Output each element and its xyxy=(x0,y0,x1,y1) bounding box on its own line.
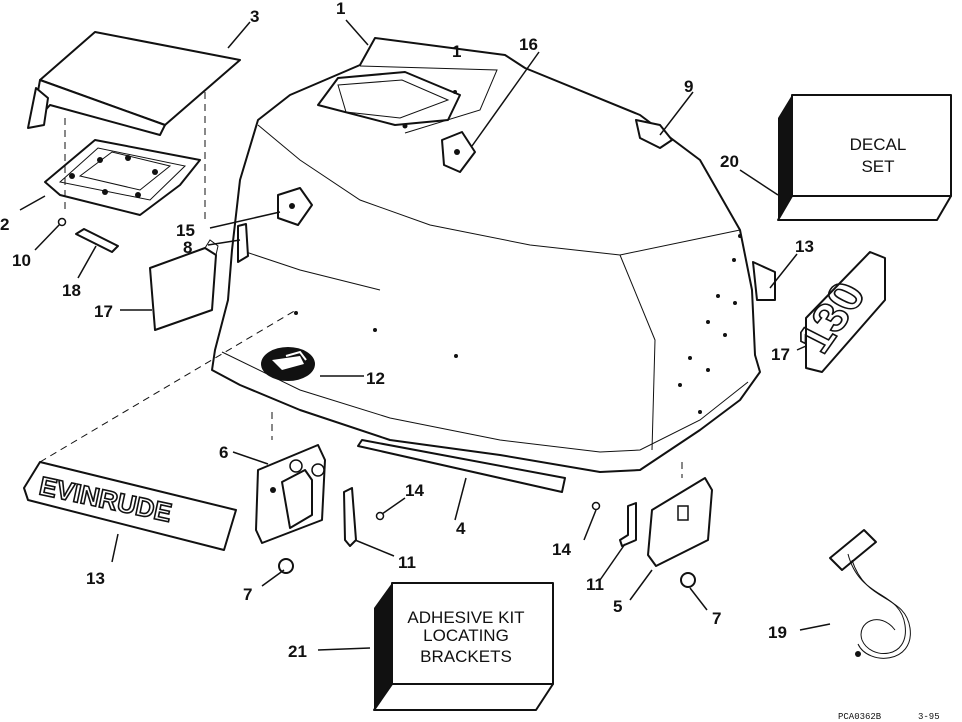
callout-11a: 11 xyxy=(398,553,416,572)
callout-5: 5 xyxy=(613,597,622,616)
top-hood-and-grille xyxy=(27,31,241,253)
callout-8: 8 xyxy=(183,238,192,257)
kit-box-line3: BRACKETS xyxy=(420,647,512,666)
sensor-cable xyxy=(829,529,911,659)
locating-bracket-right xyxy=(591,477,713,588)
figure-date: 3-95 xyxy=(918,712,940,722)
callout-2: 2 xyxy=(0,215,9,234)
locating-bracket-left xyxy=(255,444,326,574)
callout-16: 16 xyxy=(519,35,538,54)
callout-15: 15 xyxy=(176,221,195,240)
seal-strip xyxy=(357,439,566,493)
callout-17b: 17 xyxy=(771,345,790,364)
adhesive-kit-box: ADHESIVE KIT LOCATING BRACKETS xyxy=(373,582,554,711)
figure-code: PCA0362B xyxy=(838,712,882,722)
decal-box-line2: SET xyxy=(861,157,894,176)
decal-set-box: DECAL SET xyxy=(777,94,952,221)
callout-7a: 7 xyxy=(243,585,252,604)
callout-9: 9 xyxy=(684,77,693,96)
callout-14a: 14 xyxy=(405,481,424,500)
callout-1b: 1 xyxy=(452,42,461,61)
callout-6: 6 xyxy=(219,443,228,462)
callout-21: 21 xyxy=(288,642,307,661)
callout-14b: 14 xyxy=(552,540,571,559)
callout-1: 1 xyxy=(336,0,345,18)
callout-12: 12 xyxy=(366,369,385,388)
callout-10: 10 xyxy=(12,251,31,270)
callout-18: 18 xyxy=(62,281,81,300)
callout-11b: 11 xyxy=(586,575,604,594)
leader-lines xyxy=(19,19,831,651)
kit-box-line2: LOCATING xyxy=(423,626,509,645)
callout-13a: 13 xyxy=(795,237,814,256)
small-bracket-left xyxy=(343,487,357,547)
callout-numbers: 1 1 2 3 4 5 6 7 7 8 9 10 11 11 12 13 13 … xyxy=(0,0,814,661)
model-badge: 130 xyxy=(785,251,886,373)
side-plate-left xyxy=(149,247,217,331)
callout-17a: 17 xyxy=(94,302,113,321)
callout-3: 3 xyxy=(250,7,259,26)
callout-7b: 7 xyxy=(712,609,721,628)
kit-box-line1: ADHESIVE KIT xyxy=(407,608,524,627)
brand-badge: EVINRUDE xyxy=(23,461,237,551)
callout-13b: 13 xyxy=(86,569,105,588)
callout-20: 20 xyxy=(720,152,739,171)
decal-box-line1: DECAL xyxy=(850,135,907,154)
callout-19: 19 xyxy=(768,623,787,642)
callout-4: 4 xyxy=(456,519,466,538)
motor-cover xyxy=(211,37,776,473)
